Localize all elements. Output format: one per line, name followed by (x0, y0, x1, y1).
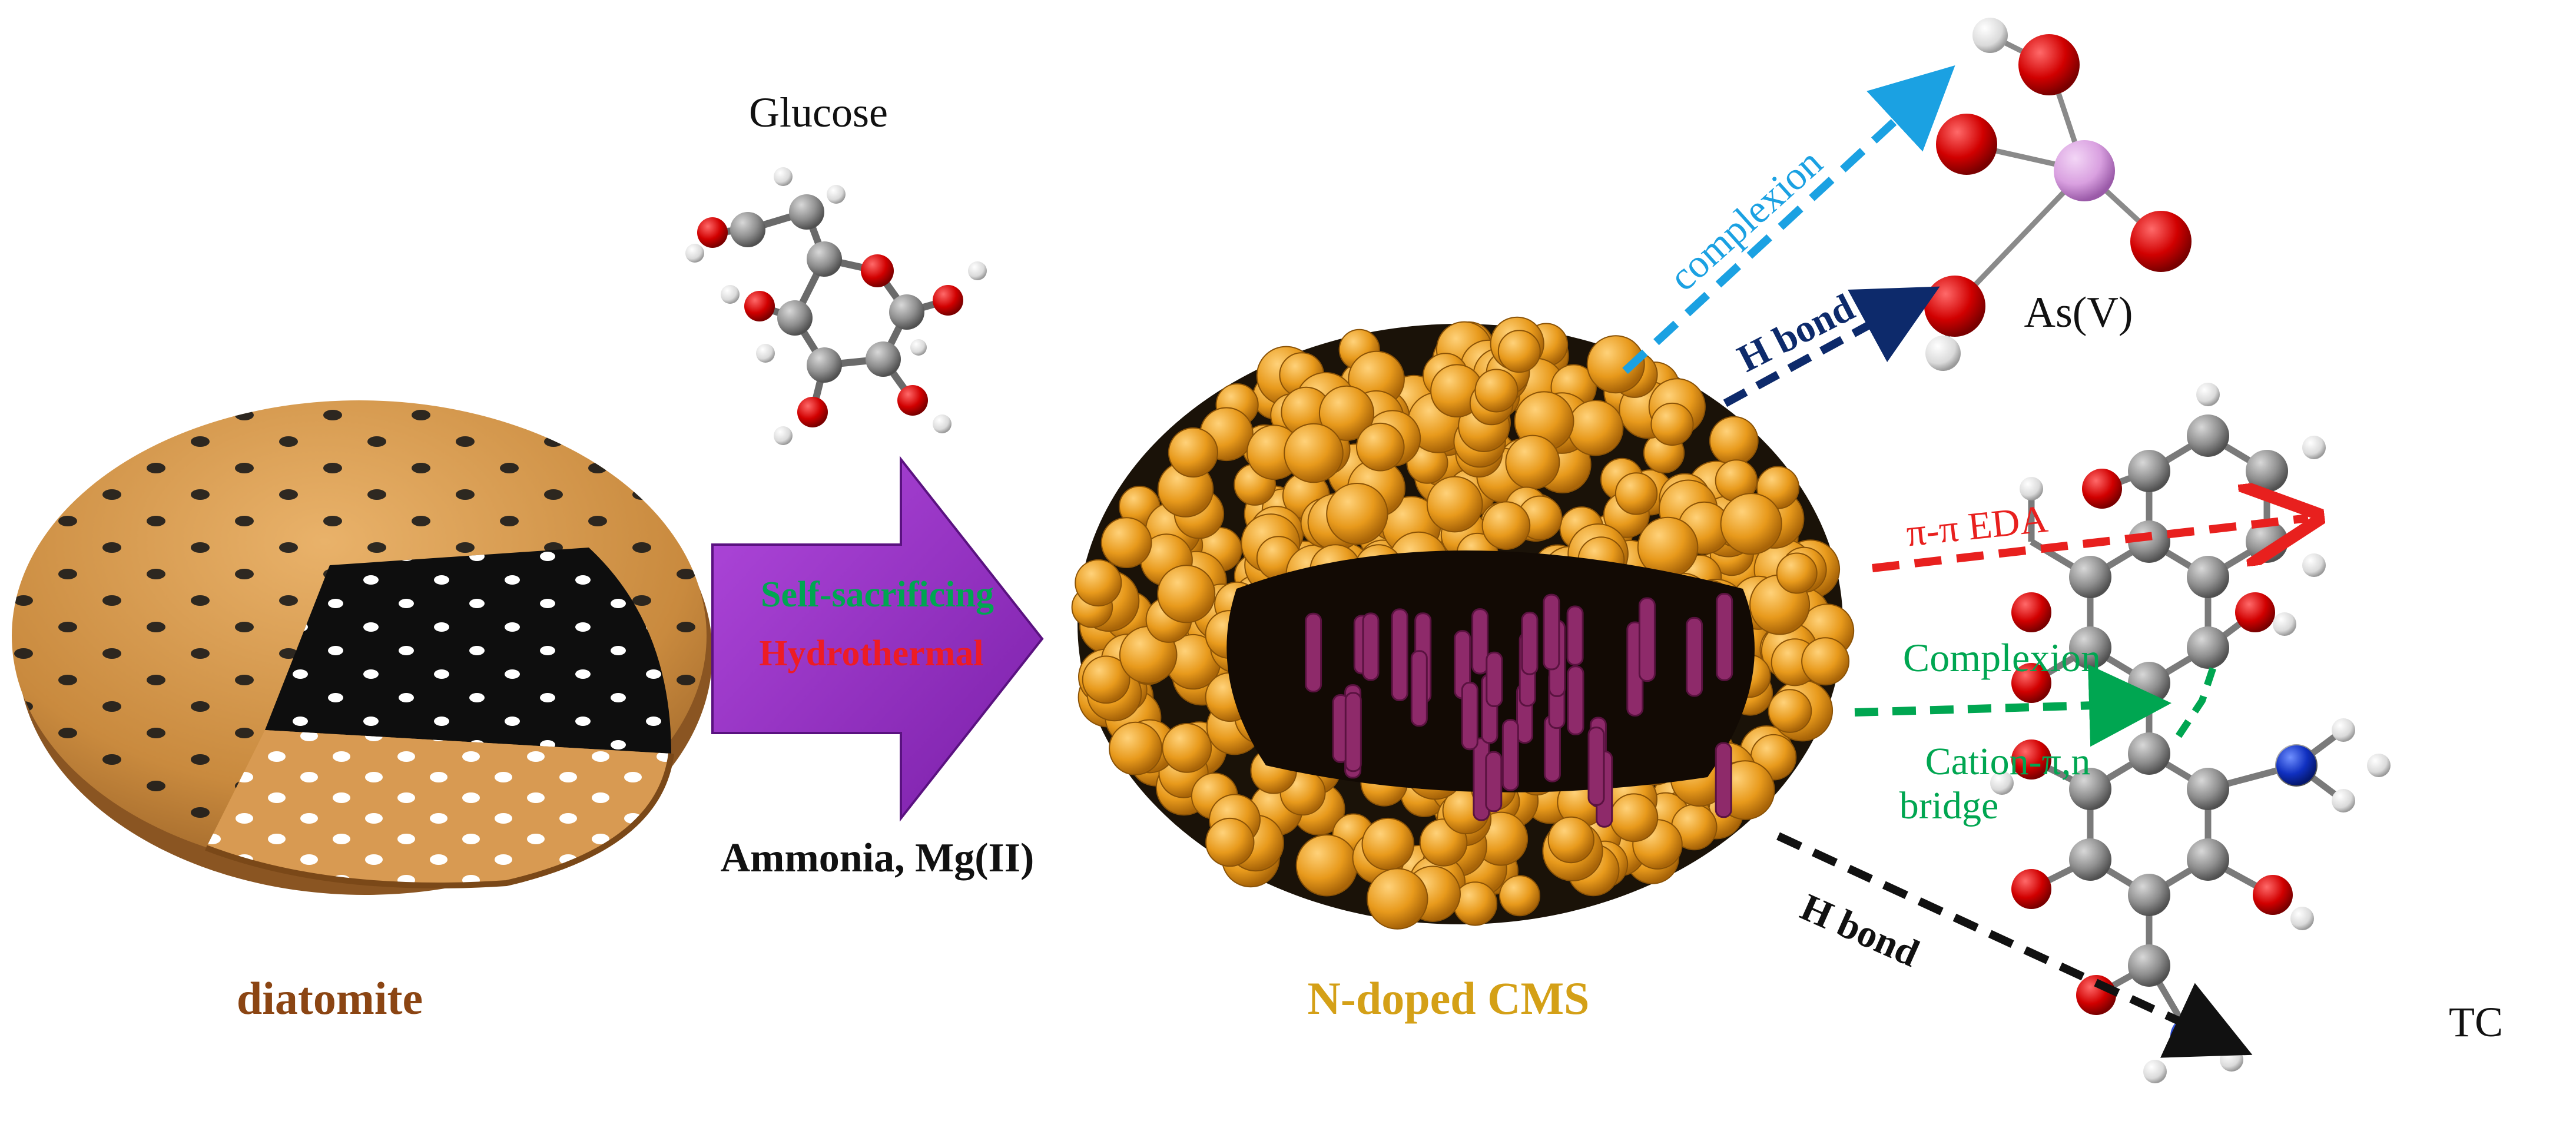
carbon-sphere (1505, 435, 1560, 490)
carbon-sphere (1295, 834, 1358, 897)
diatomite-disk (12, 400, 712, 895)
carbon-nanotube (1501, 719, 1519, 791)
carbon-sphere (1776, 552, 1818, 594)
hbond-tc-arrow (1776, 832, 2253, 1058)
tetracycline-molecule (1990, 383, 2391, 1083)
cation-pi-label-line1: Cation-π,n (1925, 740, 2091, 783)
carbon-sphere (1709, 416, 1759, 466)
complexion-tc-label: Complexion (1903, 635, 2101, 680)
carbon-nanotube (1567, 665, 1584, 735)
complexion-tc-arrow (1854, 664, 2171, 747)
carbon-sphere (1614, 472, 1658, 515)
carbon-sphere (1100, 517, 1152, 568)
product-label: N-doped CMS (1308, 973, 1590, 1024)
carbon-nanotube-cluster (1305, 593, 1733, 828)
carbon-nanotube (1305, 612, 1322, 693)
carbon-sphere (1284, 423, 1344, 483)
carbon-sphere (1109, 721, 1163, 775)
n-doped-cms-particle (1071, 316, 1855, 930)
carbon-sphere (1768, 689, 1812, 733)
carbon-nanotube (1566, 605, 1584, 666)
carbon-sphere (1075, 559, 1122, 607)
carbon-nanotube (1686, 616, 1703, 697)
process-arrow (711, 456, 1044, 822)
carbon-sphere (1318, 385, 1375, 441)
cation-pi-label-line2: bridge (1899, 784, 1999, 827)
carbon-sphere (1356, 422, 1405, 472)
carbon-sphere (1474, 369, 1519, 413)
carbon-nanotube (1344, 692, 1362, 772)
carbon-nanotube (1362, 612, 1380, 681)
pi-pi-eda-label: π-π EDA (1904, 497, 2050, 555)
carbon-sphere (1481, 501, 1531, 550)
complexion-tc-branch (2176, 664, 2217, 738)
hbond-tc-label: H bond (1795, 885, 1925, 975)
reagents-label: Ammonia, Mg(II) (721, 835, 1035, 881)
as-v-label: As(V) (2024, 288, 2133, 337)
complexion-as-arrow (1622, 65, 1955, 374)
carbon-sphere (1567, 400, 1624, 456)
carbon-sphere (1326, 483, 1388, 545)
diatomite-label: diatomite (237, 973, 423, 1024)
glucose-label: Glucose (749, 89, 888, 136)
process-hydrothermal: Hydrothermal (759, 634, 983, 674)
carbon-nanotube (1715, 742, 1732, 818)
carbon-nanotube (1485, 751, 1503, 812)
carbon-sphere (1157, 565, 1216, 623)
carbon-sphere (1609, 793, 1659, 843)
carbon-sphere (1586, 335, 1645, 394)
glucose-molecule (685, 167, 987, 445)
carbon-sphere (1361, 817, 1415, 871)
carbon-sphere (1650, 402, 1694, 446)
carbon-sphere (1082, 655, 1130, 704)
carbon-sphere (1168, 427, 1219, 478)
carbon-sphere (1367, 868, 1428, 930)
carbon-nanotube (1638, 597, 1656, 682)
carbon-nanotube (1521, 611, 1539, 675)
carbon-nanotube (1391, 608, 1408, 702)
carbon-nanotube (1543, 593, 1560, 671)
carbon-sphere (1205, 817, 1255, 867)
pi-pi-eda-arrow (1872, 518, 2308, 572)
carbon-nanotube (1471, 608, 1489, 675)
carbon-sphere (1497, 330, 1541, 373)
carbon-nanotube (1461, 682, 1478, 751)
process-self-sacrificing: Self-sacrificing (761, 575, 994, 615)
carbon-sphere (1720, 493, 1782, 555)
carbon-nanotube (1410, 650, 1428, 727)
carbon-sphere (1426, 476, 1483, 533)
carbon-sphere (1801, 637, 1850, 686)
complexion-as-label: complexion (1660, 140, 1831, 299)
carbon-sphere (1162, 723, 1212, 773)
carbon-nanotube (1716, 593, 1733, 681)
carbon-sphere (1498, 875, 1540, 917)
tc-label: TC (2449, 999, 2503, 1046)
hbond-as-arrow (1723, 286, 1940, 407)
carbon-sphere (1547, 816, 1595, 864)
carbon-nanotube (1587, 727, 1605, 806)
carbon-nanotube (1486, 651, 1503, 707)
